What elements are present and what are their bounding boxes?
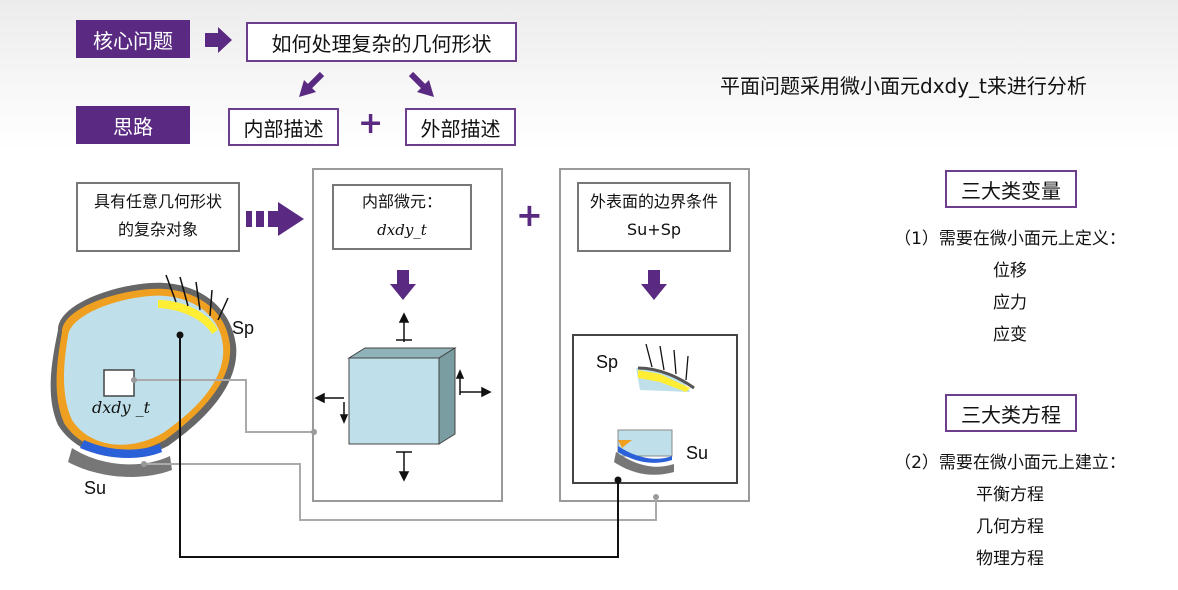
equation-item: 物理方程 <box>976 549 1044 569</box>
arbitrary-object-box: 具有任意几何形状的复杂对象 <box>76 182 240 252</box>
right-arrow-icon <box>205 27 232 53</box>
variable-item: 应变 <box>993 325 1027 345</box>
outer-description-box: 外部描述 <box>405 108 516 146</box>
sp-label: Sp <box>232 318 255 338</box>
inset-sp-fragment <box>636 343 695 392</box>
inner-description-box: 内部描述 <box>228 108 339 146</box>
su-label: Su <box>84 478 107 498</box>
down-right-arrow-icon <box>408 71 434 97</box>
dashed-right-arrow-icon <box>246 202 304 236</box>
arbitrary-object-label: 具有任意几何形状的复杂对象 <box>93 192 222 239</box>
micro-element-box: 内部微元： dxdy_t <box>332 184 472 250</box>
core-problem-tag: 核心问题 <box>76 20 190 58</box>
equation-item: 平衡方程 <box>976 485 1044 505</box>
core-question-box: 如何处理复杂的几何形状 <box>246 22 517 62</box>
equations-title-box: 三大类方程 <box>945 394 1077 432</box>
inset-su-fragment <box>614 429 674 475</box>
element-square <box>103 369 135 397</box>
stress-arrows <box>314 312 492 482</box>
top-plus-sign: + <box>358 106 384 141</box>
micro-element-title: 内部微元： <box>361 192 442 211</box>
irregular-body-shape <box>50 282 237 477</box>
boundary-condition-label: 外表面的边界条件Su+Sp <box>589 192 718 239</box>
variable-item: 位移 <box>993 261 1027 281</box>
approach-tag: 思路 <box>76 106 190 144</box>
middle-plus-sign: + <box>516 196 543 234</box>
variable-item: 应力 <box>993 293 1027 313</box>
analysis-note: 平面问题采用微小面元dxdy_t来进行分析 <box>720 74 1087 98</box>
load-arrows-body <box>165 274 229 321</box>
micro-element-formula: dxdy_t <box>377 221 427 239</box>
variables-title-box: 三大类变量 <box>945 170 1077 208</box>
equations-desc: （2）需要在微小面元上建立： <box>894 453 1126 473</box>
down-arrow-icon-right <box>641 270 667 300</box>
boundary-condition-box: 外表面的边界条件Su+Sp <box>577 182 731 252</box>
variables-desc: （1）需要在微小面元上定义： <box>894 229 1126 249</box>
down-left-arrow-icon <box>299 71 325 97</box>
inset-sp-label: Sp <box>596 352 619 372</box>
down-arrow-icon-left <box>390 270 416 300</box>
inset-su-label: Su <box>686 443 709 463</box>
body-element-formula: dxdy _t <box>92 398 151 417</box>
equation-item: 几何方程 <box>976 517 1044 537</box>
element-cube <box>347 347 457 445</box>
